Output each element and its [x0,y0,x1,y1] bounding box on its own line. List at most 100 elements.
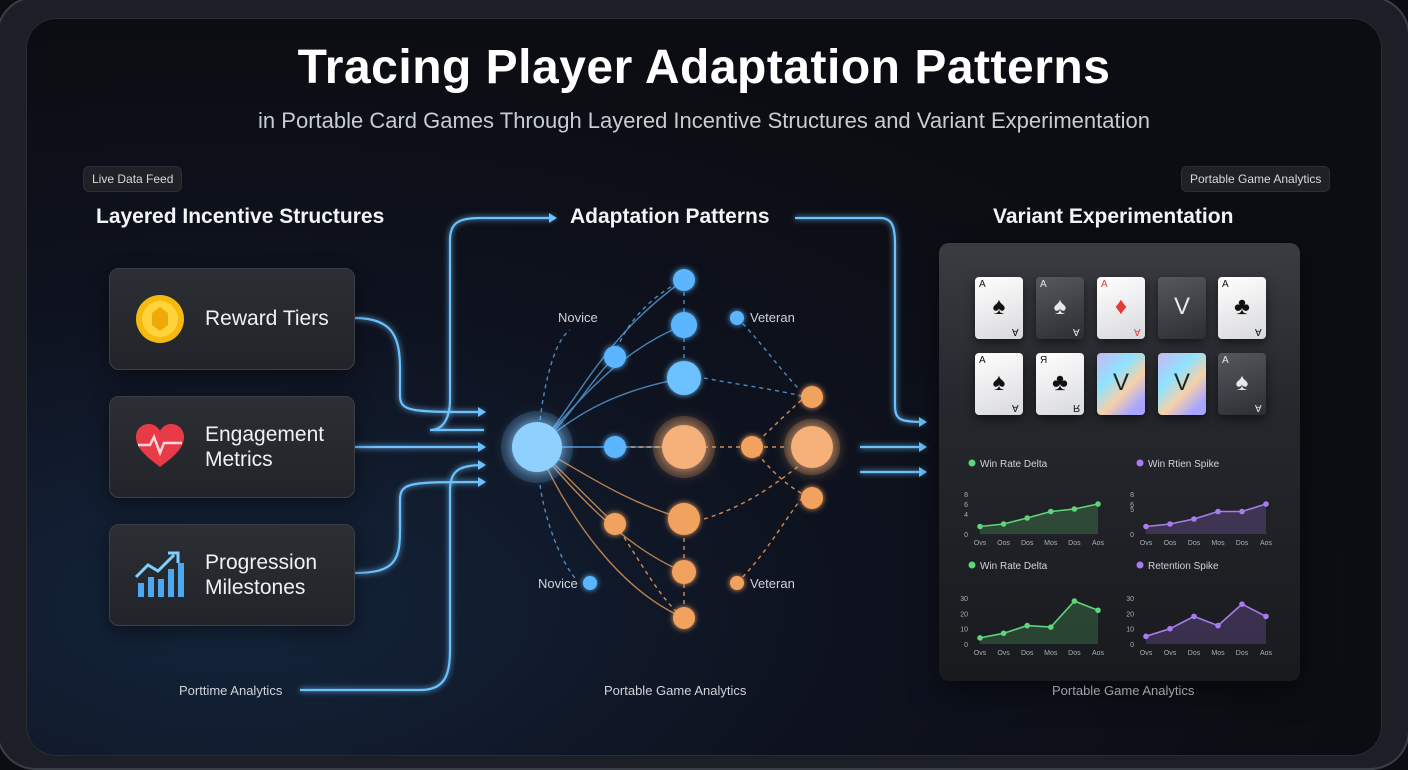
series-line [979,600,1099,639]
card-suit: V [1112,369,1129,396]
chart-title: Win Rate Delta [980,561,1048,572]
chart-title: Retention Spike [1148,561,1219,572]
section-title-incentives: Layered Incentive Structures [96,205,385,228]
y-tick-label: 10 [960,627,968,634]
data-point [1095,501,1101,507]
x-tick-label: Dos [1188,650,1201,657]
data-point [1215,622,1221,629]
card-suit: V [1173,369,1190,396]
y-tick-label: 4 [964,512,968,519]
y-tick-label: 8 [964,492,968,499]
playing-card[interactable]: V [1097,353,1145,415]
x-tick-label: Aos [1260,650,1273,657]
card-corner: A [1101,279,1108,290]
x-tick-label: Ovs [1140,540,1153,547]
x-tick-label: Dos [1068,650,1081,657]
y-tick-label: 20 [1126,611,1134,618]
data-point [1167,521,1173,527]
data-point [1000,521,1007,527]
data-point [1143,523,1149,530]
x-tick-label: Dos [1068,540,1081,547]
card-engagement-metrics[interactable]: Engagement Metrics [109,396,355,498]
y-tick-label: 0 [1130,642,1134,649]
y-tick-label: 0 [964,642,968,649]
playing-card[interactable]: V [1158,277,1206,339]
playing-card[interactable]: A♦A [1097,277,1145,339]
x-tick-label: Ovs [997,650,1010,657]
data-point [977,635,983,641]
y-tick-label: 6 [964,502,968,509]
label-veteran-bottom: Veteran [750,576,795,591]
data-point [1143,633,1149,640]
x-tick-label: Dos [1236,650,1249,657]
card-label-line1: Progression [205,551,318,574]
coin-icon [136,295,184,343]
chart-legend-dot [968,561,976,569]
arrowheads [478,213,927,487]
playing-card[interactable]: V [1158,353,1206,415]
card-corner: A [979,279,986,290]
card-corner: Я [1040,355,1048,366]
y-tick-label: 0 [964,532,968,539]
x-tick-label: Dos [1236,540,1249,547]
card-suit: ♠ [992,293,1006,320]
series-area [980,601,1098,644]
playing-card[interactable]: A♠A [1036,277,1084,339]
chart-legend-dot [1136,459,1144,467]
data-point [1263,613,1269,620]
card-suit: ♣ [1052,369,1068,396]
chart-legend-dot [1136,561,1144,569]
playing-card[interactable]: A♠A [975,353,1023,415]
section-title-variants: Variant Experimentation [993,205,1234,228]
playing-card[interactable]: A♠A [975,277,1023,339]
data-point [977,523,983,530]
card-progression-milestones[interactable]: Progression Milestones [109,524,355,626]
x-tick-label: Mos [1044,540,1058,547]
data-point [1024,515,1030,521]
x-tick-label: Aos [1260,540,1273,547]
incentive-connectors [300,216,926,692]
x-tick-label: Ovs [974,650,987,657]
page-title: Tracing Player Adaptation Patterns [297,41,1111,94]
chart-title: Win Rtien Spike [1148,459,1220,470]
card-suit: ♠ [992,369,1006,396]
footer-middle: Portable Game Analytics [604,683,747,698]
data-point [1071,598,1078,604]
card-label-line1: Engagement [205,423,325,446]
card-corner: A [1222,355,1229,366]
card-label: Reward Tiers [205,307,329,330]
y-tick-label: 30 [960,596,968,603]
x-tick-label: Dos [1021,540,1034,547]
card-reward-tiers[interactable]: Reward Tiers [109,268,355,370]
network-nodes [501,269,840,629]
page-subtitle: in Portable Card Games Through Layered I… [258,108,1150,133]
card-label-line2: Milestones [205,576,306,599]
x-tick-label: Dos [1188,540,1201,547]
playing-card[interactable]: A♣A [1218,277,1266,339]
live-data-feed-chip[interactable]: Live Data Feed [83,166,183,192]
card-suit: ♣ [1234,293,1250,320]
y-tick-label: 8 [1130,492,1134,499]
data-point [1191,613,1197,620]
y-tick-label: 0 [1130,532,1134,539]
data-point [1024,622,1030,629]
playing-card[interactable]: A♠A [1218,353,1266,415]
section-title-adaptation: Adaptation Patterns [570,205,770,228]
data-point [1215,508,1221,515]
card-suit: V [1173,293,1190,320]
chart-title: Win Rate Delta [980,459,1048,470]
data-point [1071,506,1078,512]
card-corner: A [1040,279,1047,290]
series-line [1145,503,1267,528]
footer-left: Porttime Analytics [179,683,283,698]
data-point [1191,516,1197,522]
playing-card[interactable]: Я♣Я [1036,353,1084,415]
data-point [1167,625,1173,632]
x-tick-label: Oos [1164,540,1177,547]
analytics-chip[interactable]: Portable Game Analytics [1181,166,1331,192]
label-veteran-top: Veteran [750,310,795,325]
x-tick-label: Mos [1211,650,1225,657]
card-label-line2: Metrics [205,448,273,471]
x-tick-label: Mos [1044,650,1058,657]
